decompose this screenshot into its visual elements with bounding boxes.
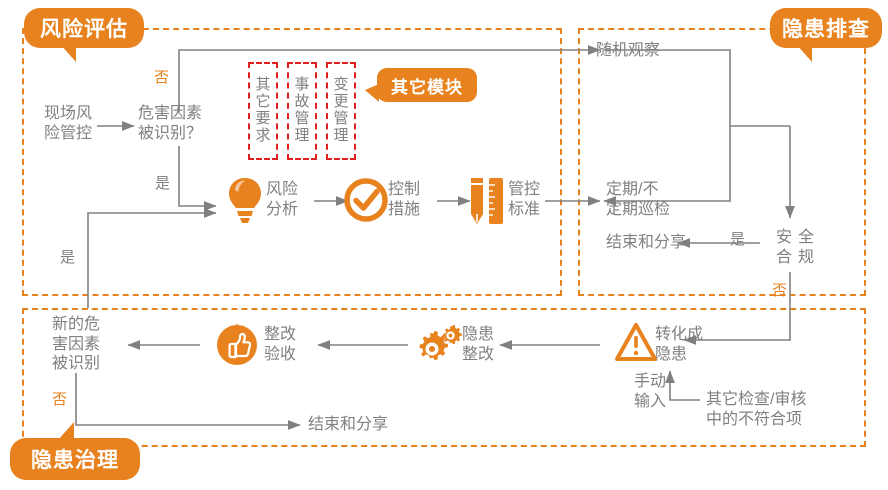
- callout-other-modules-label: 其它模块: [391, 77, 463, 97]
- safety-compliance-char: 全: [798, 229, 815, 246]
- module-char: 更: [333, 93, 349, 111]
- node-other-nonconformity: 其它检查/审核 中的不符合项: [706, 391, 807, 428]
- region-hazard-treatment: [22, 308, 866, 447]
- node-hazard-rectification-label: 隐患 整改: [462, 326, 495, 363]
- node-convert-to-hazard-label: 转化成 隐患: [655, 326, 704, 363]
- callout-tail: [50, 422, 74, 440]
- module-char: 变: [333, 76, 349, 94]
- module-char: 其: [255, 76, 271, 94]
- node-risk-analysis-label: 风险 分析: [266, 181, 299, 218]
- branch-label-no-top: 否: [154, 69, 170, 86]
- check-circle-icon: [344, 178, 388, 222]
- safety-compliance-char: 合: [776, 248, 793, 266]
- module-char: 要: [255, 110, 271, 127]
- module-char: 故: [294, 93, 310, 111]
- node-rectification-acceptance-label: 整改 验收: [264, 326, 297, 363]
- callout-tail: [788, 44, 812, 62]
- node-site-risk-control: 现场风 险管控: [44, 105, 93, 142]
- callout-risk-assessment: 风险评估: [24, 8, 144, 62]
- module-box-accident-management: 事 故 管 理: [287, 62, 317, 160]
- branch-label-yes-decision: 是: [155, 175, 171, 192]
- safety-compliance-char: 安: [776, 229, 793, 246]
- module-char: 管: [294, 110, 310, 127]
- module-char: 理: [294, 126, 310, 144]
- module-char: 理: [333, 126, 349, 144]
- node-random-observation: 随机观察: [596, 42, 661, 59]
- branch-label-no-compliance: 否: [772, 282, 788, 299]
- module-box-other-requirements: 其 它 要 求: [248, 62, 278, 160]
- module-char: 求: [255, 126, 271, 144]
- callout-other-modules: 其它模块: [365, 68, 477, 102]
- gears-icon: [414, 324, 462, 367]
- node-end-and-share-bottom: 结束和分享: [308, 416, 389, 433]
- thumbs-up-icon: [214, 322, 260, 368]
- module-char: 管: [333, 110, 349, 127]
- node-end-and-share-top: 结束和分享: [606, 234, 687, 251]
- module-char: 事: [294, 76, 310, 94]
- callout-tail: [365, 84, 379, 102]
- node-new-hazard-identified: 新的危 害因素 被识别: [52, 316, 101, 373]
- module-char: 它: [255, 93, 271, 111]
- branch-label-yes-compliance: 是: [730, 231, 746, 248]
- branch-label-no-new-hazard: 否: [52, 391, 68, 408]
- callout-risk-assessment-label: 风险评估: [40, 18, 128, 41]
- callout-hazard-treatment-label: 隐患治理: [31, 449, 119, 472]
- lightbulb-icon: [226, 176, 264, 224]
- safety-compliance-char: 规: [798, 248, 815, 266]
- region-risk-assessment: [22, 28, 562, 296]
- node-safety-compliance: 安 全 合 规: [776, 228, 832, 267]
- callout-hazard-inspection-label: 隐患排查: [782, 18, 870, 41]
- warning-triangle-icon: [614, 322, 658, 362]
- callout-hazard-treatment: 隐患治理: [10, 422, 140, 480]
- node-manual-input: 手动 输入: [634, 373, 667, 410]
- node-control-measures-label: 控制 措施: [388, 181, 421, 218]
- callout-tail: [52, 44, 76, 62]
- pencil-ruler-icon: [466, 174, 508, 226]
- node-control-standard-label: 管控 标准: [508, 181, 541, 218]
- module-box-change-management: 变 更 管 理: [326, 62, 356, 160]
- callout-hazard-inspection: 隐患排查: [770, 8, 882, 62]
- node-hazard-identified: 危害因素 被识别？: [138, 105, 203, 142]
- branch-label-yes-loopback: 是: [60, 249, 76, 266]
- node-periodic-inspection: 定期/不 定期巡检: [606, 181, 671, 218]
